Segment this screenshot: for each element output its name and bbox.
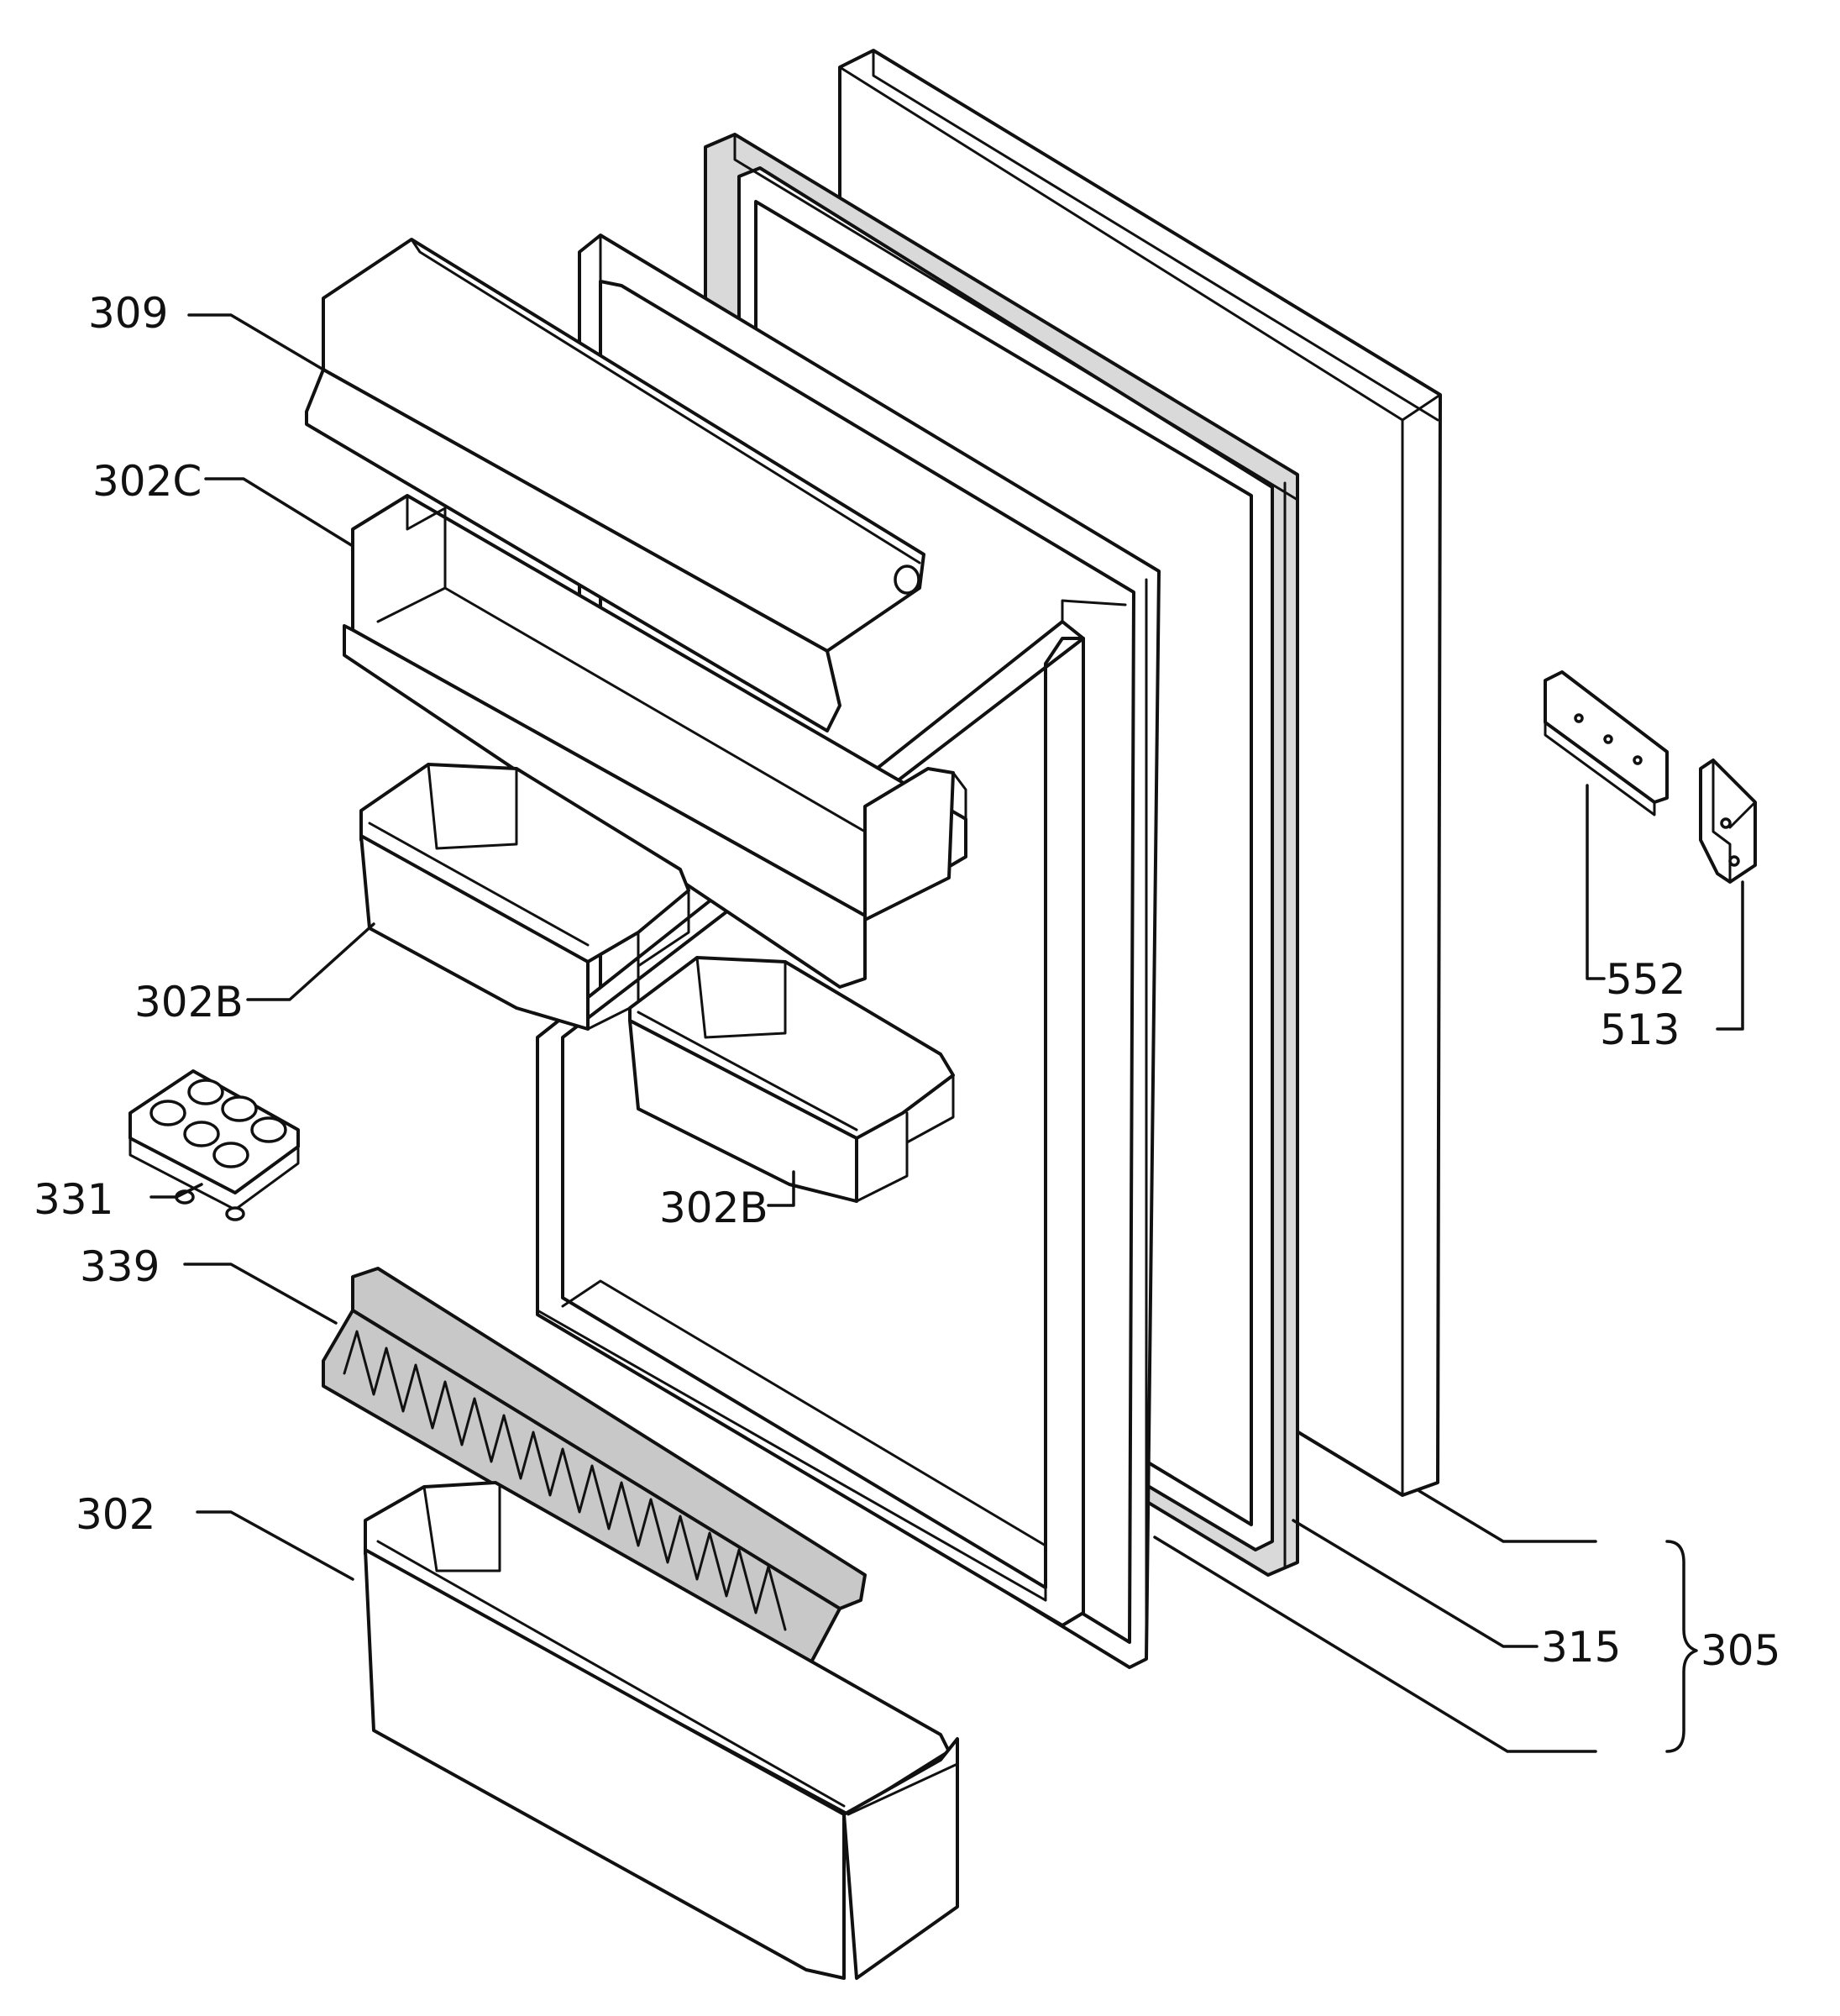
part-302b-lower-bin xyxy=(628,956,955,1203)
leader-302b-upper xyxy=(246,922,375,1001)
bracket-305 xyxy=(1665,1540,1698,1753)
label-302: 302 xyxy=(76,1490,155,1539)
leader-302b-lower xyxy=(767,1170,795,1207)
callout-labels: 309 302C 302B 302B 331 339 302 552 513 3… xyxy=(34,289,1780,1675)
leader-305-bottom xyxy=(1153,1536,1597,1753)
label-302b-upper: 302B xyxy=(134,978,244,1026)
leader-552 xyxy=(1586,784,1606,980)
label-305: 305 xyxy=(1701,1626,1780,1675)
part-552-hinge-plate xyxy=(1544,670,1669,816)
leader-339 xyxy=(183,1263,338,1325)
part-302c-upper-shelf xyxy=(343,494,967,989)
label-331: 331 xyxy=(34,1175,113,1224)
label-552: 552 xyxy=(1606,955,1685,1004)
leader-lines xyxy=(149,313,1744,1753)
leader-513 xyxy=(1716,880,1744,1031)
part-302-bottom-bin xyxy=(364,1481,959,1980)
part-513-hinge-bracket xyxy=(1699,759,1757,884)
label-339: 339 xyxy=(80,1242,160,1291)
leader-331 xyxy=(149,1183,203,1199)
leader-309 xyxy=(187,313,325,371)
leader-302 xyxy=(196,1510,354,1581)
label-302c: 302C xyxy=(92,457,202,506)
label-513: 513 xyxy=(1600,1005,1680,1054)
leader-305-top xyxy=(1418,1489,1597,1543)
part-331-egg-tray xyxy=(128,1069,300,1221)
leader-302c xyxy=(204,477,354,548)
label-315: 315 xyxy=(1541,1623,1621,1672)
label-302b-lower: 302B xyxy=(659,1184,768,1232)
label-309: 309 xyxy=(88,289,168,338)
part-339-foam-strip xyxy=(322,1267,867,1673)
part-302b-upper-bin xyxy=(359,763,690,1031)
leader-315 xyxy=(1292,1519,1539,1648)
